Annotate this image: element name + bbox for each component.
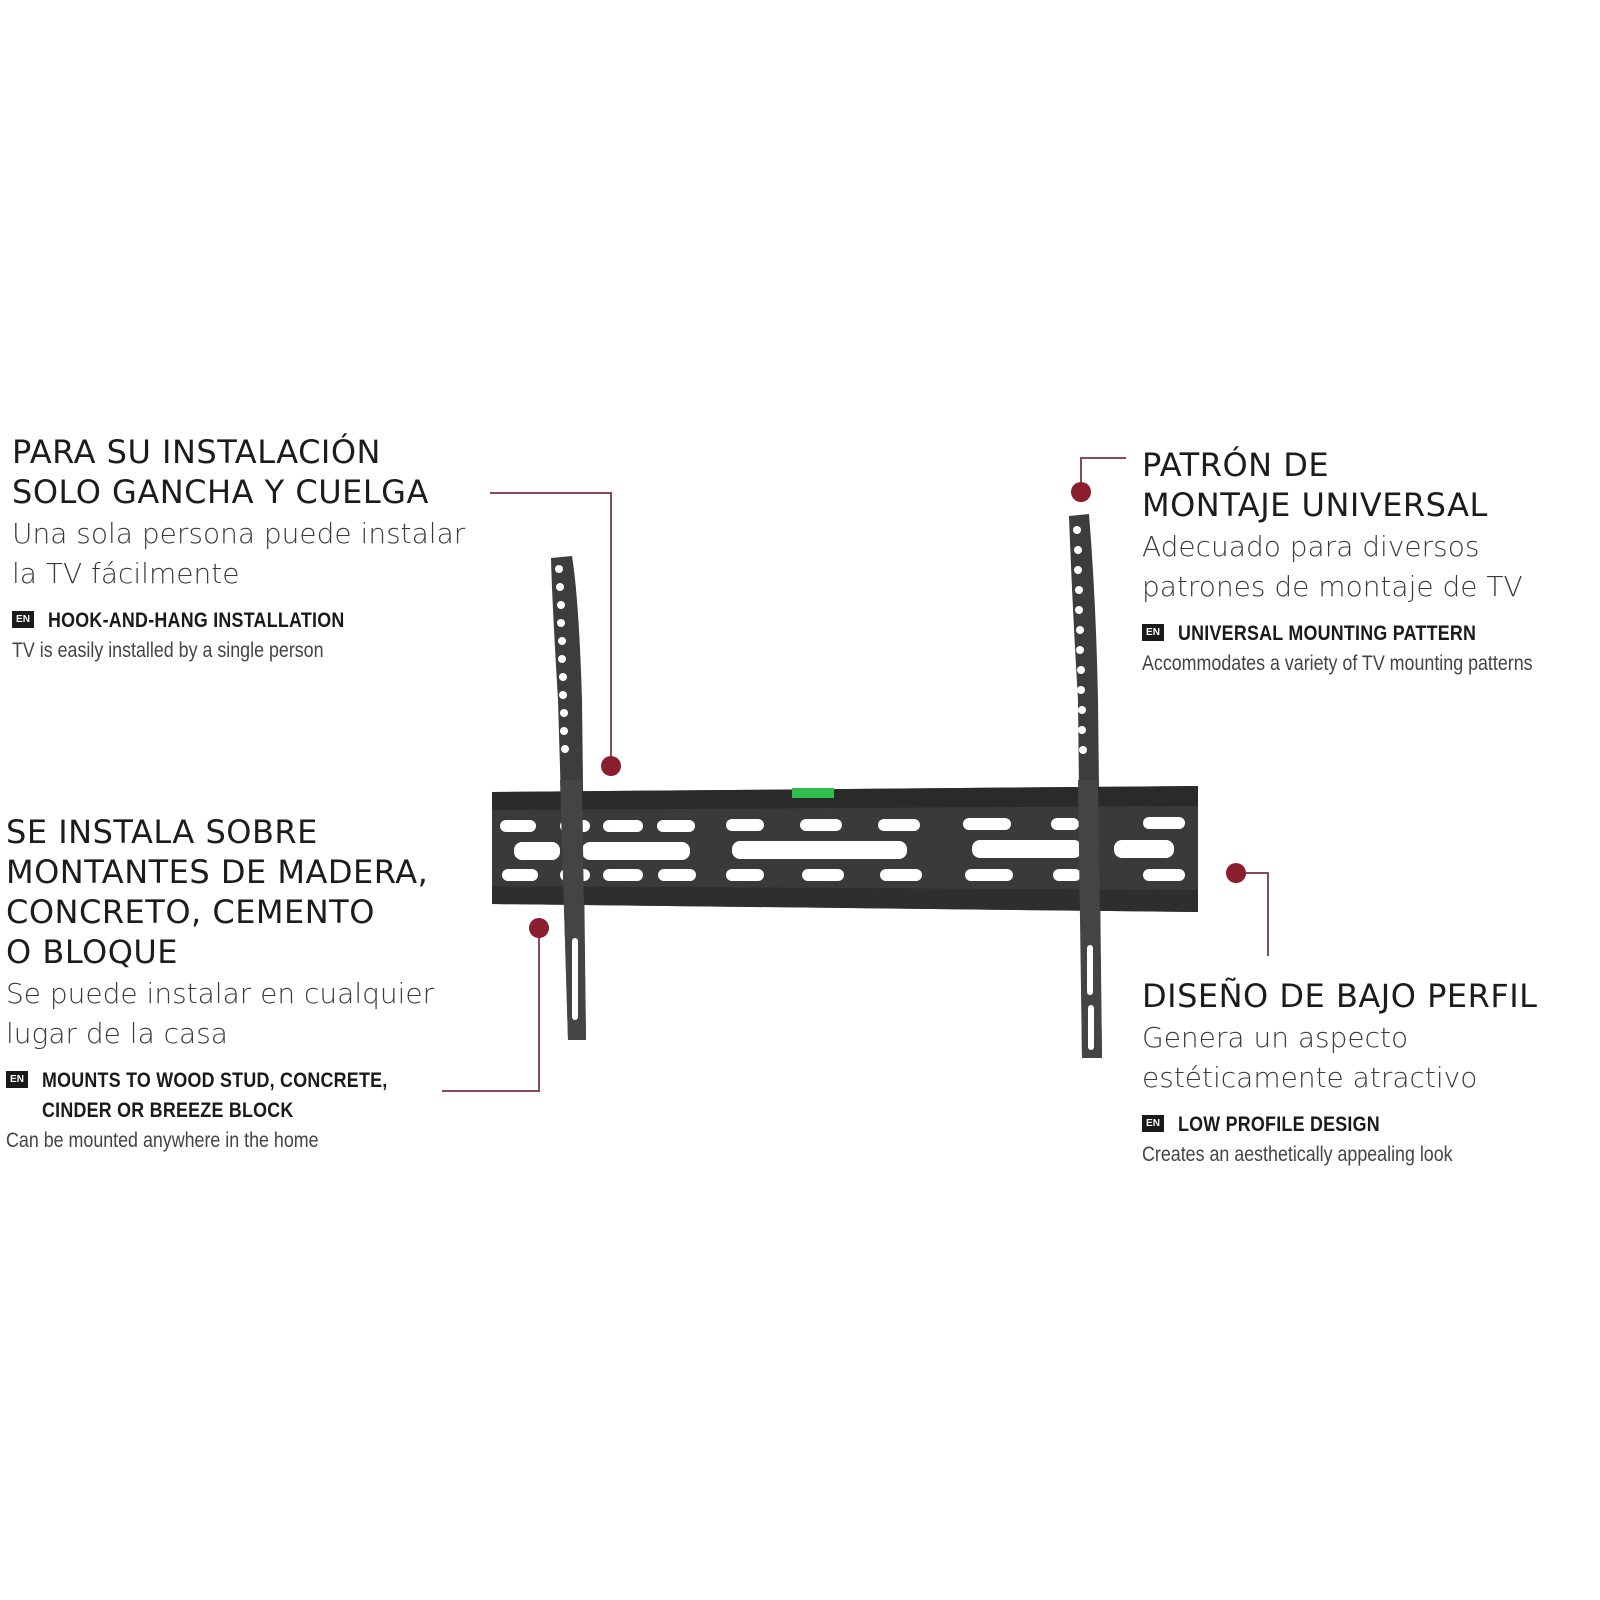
language-en-icon: EN bbox=[1142, 1115, 1164, 1132]
feature-wall-types: SE INSTALA SOBRE MONTANTES DE MADERA, CO… bbox=[6, 812, 526, 1156]
feature-title-en: LOW PROFILE DESIGN bbox=[1178, 1113, 1380, 1136]
callout-dot-universal bbox=[1071, 482, 1091, 502]
feature-subtitle-es: Genera un aspecto estéticamente atractiv… bbox=[1142, 1021, 1478, 1094]
feature-low-profile: DISEÑO DE BAJO PERFIL Genera un aspecto … bbox=[1142, 976, 1592, 1170]
callout-line-profile-h bbox=[1238, 872, 1268, 874]
feature-title-es: DISEÑO DE BAJO PERFIL bbox=[1142, 977, 1538, 1015]
language-en-icon: EN bbox=[12, 611, 34, 628]
wall-plate bbox=[492, 786, 1198, 912]
callout-line-profile-v bbox=[1267, 872, 1269, 956]
feature-subtitle-es: Una sola persona puede instalar la TV fá… bbox=[12, 517, 466, 590]
feature-title-en: HOOK-AND-HANG INSTALLATION bbox=[48, 609, 345, 632]
feature-title-es: PARA SU INSTALACIÓN SOLO GANCHA Y CUELGA bbox=[12, 433, 429, 511]
callout-line-universal-h bbox=[1080, 457, 1126, 459]
feature-title-es: PATRÓN DE MONTAJE UNIVERSAL bbox=[1142, 446, 1488, 524]
language-en-icon: EN bbox=[6, 1071, 28, 1088]
feature-subtitle-en: Can be mounted anywhere in the home bbox=[6, 1129, 319, 1152]
feature-subtitle-en: Accommodates a variety of TV mounting pa… bbox=[1142, 652, 1533, 675]
feature-title-es: SE INSTALA SOBRE MONTANTES DE MADERA, CO… bbox=[6, 813, 429, 971]
feature-subtitle-en: Creates an aesthetically appealing look bbox=[1142, 1143, 1453, 1166]
callout-line-wall-v bbox=[538, 928, 540, 1092]
callout-line-universal-v bbox=[1080, 457, 1082, 491]
feature-hook-and-hang: PARA SU INSTALACIÓN SOLO GANCHA Y CUELGA… bbox=[12, 432, 572, 666]
language-en-icon: EN bbox=[1142, 624, 1164, 641]
feature-title-en: UNIVERSAL MOUNTING PATTERN bbox=[1178, 622, 1477, 645]
feature-subtitle-es: Se puede instalar en cualquier lugar de … bbox=[6, 977, 435, 1050]
callout-line-hook-v bbox=[610, 492, 612, 764]
callout-dot-hook bbox=[601, 756, 621, 776]
feature-title-en: MOUNTS TO WOOD STUD, CONCRETE, CINDER OR… bbox=[42, 1069, 388, 1122]
callout-dot-wall bbox=[529, 918, 549, 938]
feature-subtitle-es: Adecuado para diversos patrones de monta… bbox=[1142, 530, 1523, 603]
callout-line-wall-h bbox=[442, 1090, 540, 1092]
callout-line-hook-h bbox=[490, 492, 612, 494]
feature-universal-pattern: PATRÓN DE MONTAJE UNIVERSAL Adecuado par… bbox=[1142, 445, 1592, 679]
feature-subtitle-en: TV is easily installed by a single perso… bbox=[12, 639, 324, 662]
callout-dot-profile bbox=[1226, 863, 1246, 883]
level-bubble bbox=[792, 788, 834, 798]
